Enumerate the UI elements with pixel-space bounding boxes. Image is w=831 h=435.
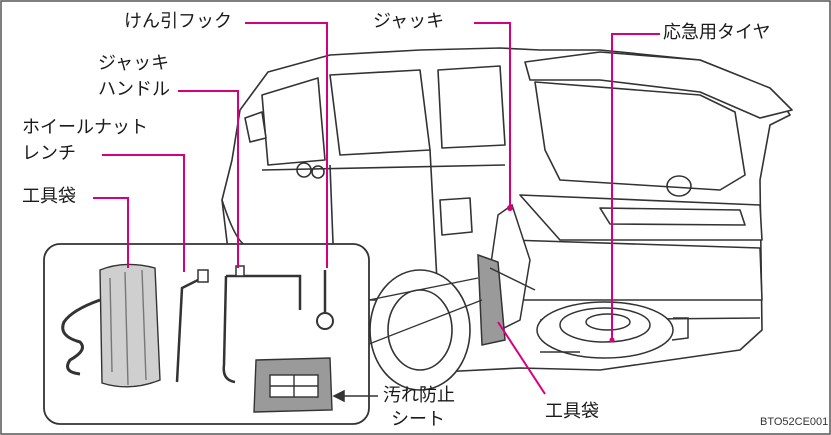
leader-tool-bag-bottom bbox=[497, 321, 546, 395]
label-lug-wrench-line1: ホイールナット bbox=[22, 117, 148, 138]
label-jack: ジャッキ bbox=[373, 11, 445, 32]
leader-lug-wrench bbox=[102, 154, 185, 272]
inset-callout-line-upper bbox=[368, 277, 479, 301]
figure-code: BTO52CE001 bbox=[760, 416, 829, 428]
leader-jack bbox=[474, 22, 511, 208]
label-tool-bag-left: 工具袋 bbox=[22, 186, 76, 207]
leader-lines bbox=[93, 22, 660, 395]
dirt-sheet-illustration bbox=[253, 357, 333, 413]
tool-bag-illustration bbox=[61, 263, 161, 388]
label-lug-wrench-line2: レンチ bbox=[22, 143, 76, 164]
jack-handle-illustration bbox=[222, 265, 302, 384]
label-tow-hook: けん引フック bbox=[124, 11, 232, 32]
leader-endpoints bbox=[507, 205, 615, 343]
label-dirt-sheet-line1: 汚れ防止 bbox=[383, 385, 455, 406]
leader-spare-tire bbox=[611, 33, 660, 340]
spare-tire bbox=[536, 301, 689, 359]
leader-tow-hook bbox=[245, 22, 328, 268]
label-jack-handle-line1: ジャッキ bbox=[98, 53, 170, 74]
inset-callout-line-lower bbox=[368, 299, 483, 345]
label-dirt-sheet-line2: シート bbox=[391, 409, 445, 430]
leader-jack-handle bbox=[178, 90, 239, 268]
jack-on-car bbox=[477, 203, 536, 346]
label-tool-bag-bottom: 工具袋 bbox=[545, 401, 599, 422]
leader-dirt-sheet bbox=[332, 389, 378, 403]
lug-wrench-illustration bbox=[175, 269, 209, 383]
leader-tool-bag-left bbox=[93, 197, 129, 268]
label-jack-handle-line2: ハンドル bbox=[98, 79, 170, 100]
tow-hook-illustration bbox=[316, 270, 334, 330]
label-spare-tire: 応急用タイヤ bbox=[663, 22, 771, 43]
